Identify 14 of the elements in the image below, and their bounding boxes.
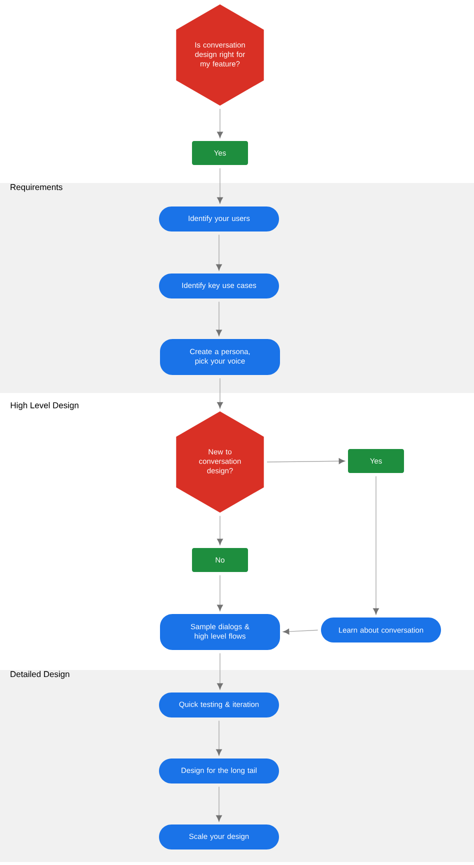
arrow (216, 720, 222, 756)
arrow (283, 628, 318, 634)
arrow (266, 458, 345, 464)
section-heading: High Level Design (10, 402, 78, 410)
arrow (373, 476, 379, 614)
arrow (217, 378, 223, 408)
arrow (217, 652, 223, 690)
arrow (216, 786, 222, 822)
arrow (217, 574, 223, 611)
arrow (217, 516, 223, 545)
arrow (216, 234, 222, 270)
arrow (217, 108, 223, 138)
arrow (216, 301, 222, 336)
arrow (217, 168, 223, 204)
